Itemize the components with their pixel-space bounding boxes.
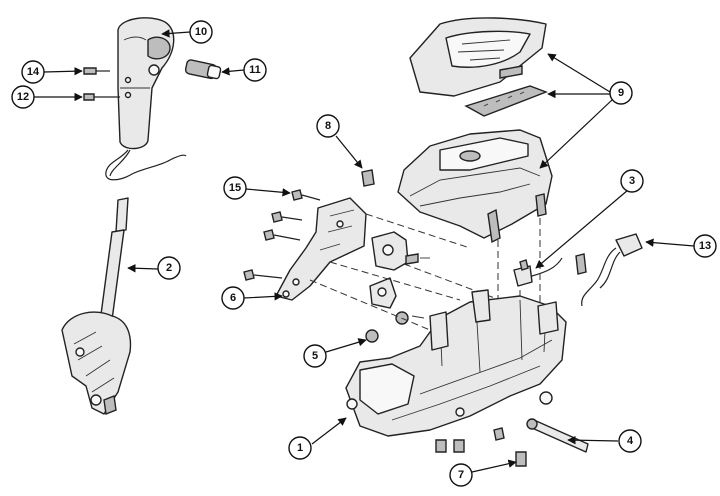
callout-label: 2 bbox=[166, 262, 172, 274]
bracket-bolts bbox=[243, 169, 375, 281]
callout-label: 14 bbox=[27, 66, 40, 78]
callout-9: 9 bbox=[539, 53, 633, 169]
callout-label: 12 bbox=[17, 91, 29, 103]
console-upper-cover bbox=[409, 17, 547, 97]
shift-lever bbox=[61, 197, 132, 415]
callout-13: 13 bbox=[645, 234, 717, 258]
callout-8: 8 bbox=[316, 114, 363, 169]
callout-14: 14 bbox=[21, 60, 83, 84]
callout-label: 1 bbox=[297, 442, 303, 454]
callout-label: 11 bbox=[249, 64, 261, 76]
callout-4: 4 bbox=[567, 429, 642, 453]
knob-screws bbox=[83, 67, 120, 101]
callout-label: 13 bbox=[699, 240, 711, 252]
callout-10: 10 bbox=[161, 20, 213, 44]
callout-2: 2 bbox=[127, 256, 181, 280]
park-lock-actuator bbox=[369, 277, 425, 325]
console-base bbox=[345, 289, 567, 437]
console-trim-bezel bbox=[397, 129, 553, 244]
solenoid-assembly bbox=[371, 231, 430, 271]
callout-5: 5 bbox=[303, 338, 367, 368]
callout-6: 6 bbox=[221, 286, 283, 310]
shifter-bracket bbox=[275, 197, 367, 301]
callout-label: 7 bbox=[458, 469, 464, 481]
callout-label: 5 bbox=[312, 350, 318, 362]
connector-harness bbox=[575, 233, 643, 307]
callout-1: 1 bbox=[288, 417, 347, 460]
callout-label: 10 bbox=[195, 26, 207, 38]
callout-label: 9 bbox=[618, 87, 624, 99]
callout-3: 3 bbox=[535, 169, 644, 269]
callout-label: 3 bbox=[629, 175, 635, 187]
shift-indicator-plate bbox=[464, 85, 548, 117]
callout-label: 15 bbox=[229, 182, 241, 194]
callout-12: 12 bbox=[11, 85, 83, 109]
callout-7: 7 bbox=[449, 459, 517, 487]
callout-label: 8 bbox=[325, 120, 331, 132]
callout-label: 4 bbox=[627, 435, 634, 447]
callout-label: 6 bbox=[230, 292, 236, 304]
switch-harness bbox=[513, 257, 563, 287]
callout-11: 11 bbox=[221, 58, 267, 82]
callout-15: 15 bbox=[223, 176, 291, 200]
shift-knob bbox=[105, 17, 187, 181]
shift-button bbox=[184, 59, 222, 80]
